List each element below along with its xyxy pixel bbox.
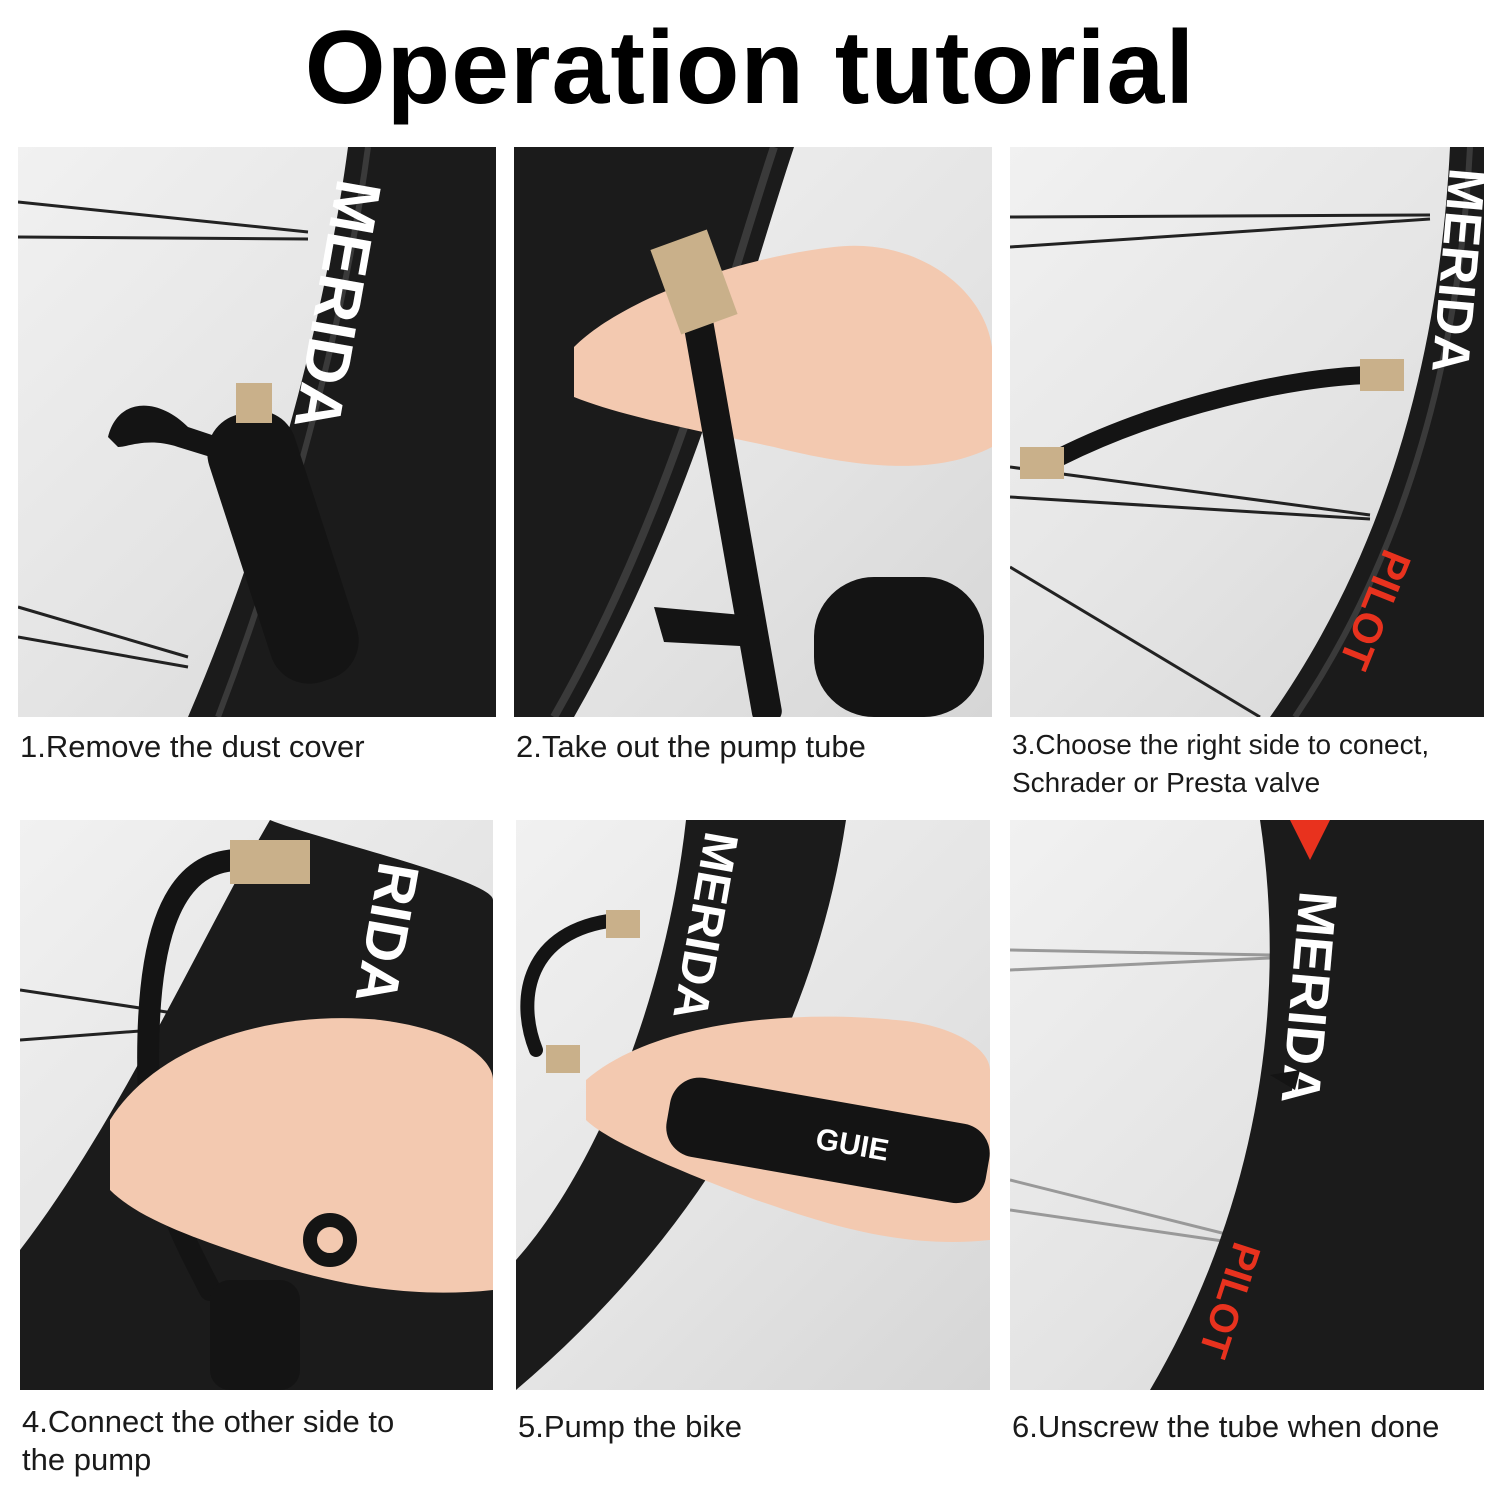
rim-text: MERIDA <box>1420 166 1484 375</box>
spoke <box>18 635 189 669</box>
valve-head-1 <box>606 910 640 938</box>
spoke <box>18 200 309 234</box>
spoke <box>1010 213 1431 219</box>
step-4-photo: RIDA <box>20 820 493 1390</box>
step-2-photo <box>514 147 992 717</box>
step-1-caption: 1.Remove the dust cover <box>20 729 365 764</box>
step-6-photo: MERIDA PILOT <box>1010 820 1484 1390</box>
step-2-caption: 2.Take out the pump tube <box>516 729 866 764</box>
valve-head <box>650 229 738 335</box>
step-4-caption: 4.Connect the other side to the pump <box>22 1403 394 1479</box>
page-title: Operation tutorial <box>304 10 1196 126</box>
spoke <box>1010 1178 1251 1242</box>
spoke <box>1010 956 1271 972</box>
rim-accent <box>1290 820 1330 860</box>
valve-head-1 <box>1360 359 1404 391</box>
spoke <box>1010 565 1261 717</box>
tire <box>1150 820 1484 1390</box>
step-4-caption-line-2: the pump <box>22 1442 152 1477</box>
step-3-caption: 3.Choose the right side to conect, Schra… <box>1012 726 1429 802</box>
pump-hose <box>520 913 623 1057</box>
step-4-caption-line-1: 4.Connect the other side to <box>22 1404 395 1439</box>
spoke <box>1010 1208 1251 1247</box>
pump-body <box>666 1077 990 1204</box>
step-5-photo: MERIDA GUIE <box>516 820 990 1390</box>
spoke <box>1010 217 1431 249</box>
spoke <box>1010 495 1371 521</box>
step-5-caption: 5.Pump the bike <box>518 1409 743 1444</box>
step-1-photo: MERIDA <box>18 147 496 717</box>
valve-head-2 <box>546 1045 580 1073</box>
tire <box>1270 147 1484 717</box>
pump-body <box>210 1280 300 1390</box>
step-3-photo: MERIDA PILOT <box>1010 147 1484 717</box>
step-3-caption-line-2: Schrader or Presta valve <box>1012 767 1321 798</box>
pump-hose <box>1051 366 1379 466</box>
dust-cover <box>303 1213 357 1267</box>
valve-tip <box>236 383 272 423</box>
spoke <box>18 235 309 241</box>
dust-cover <box>654 607 764 647</box>
step-3-caption-line-1: 3.Choose the right side to conect, <box>1012 729 1430 760</box>
valve-head <box>230 840 310 884</box>
spoke <box>18 605 189 659</box>
pump-body <box>814 577 984 717</box>
step-6-caption: 6.Unscrew the tube when done <box>1012 1409 1440 1444</box>
pump-tube <box>676 269 782 717</box>
pump-body <box>207 410 359 684</box>
spoke <box>1010 465 1371 517</box>
valve-head-2 <box>1020 447 1064 479</box>
hand <box>110 1018 493 1293</box>
spoke <box>1010 948 1271 957</box>
valve <box>1270 1070 1300 1090</box>
